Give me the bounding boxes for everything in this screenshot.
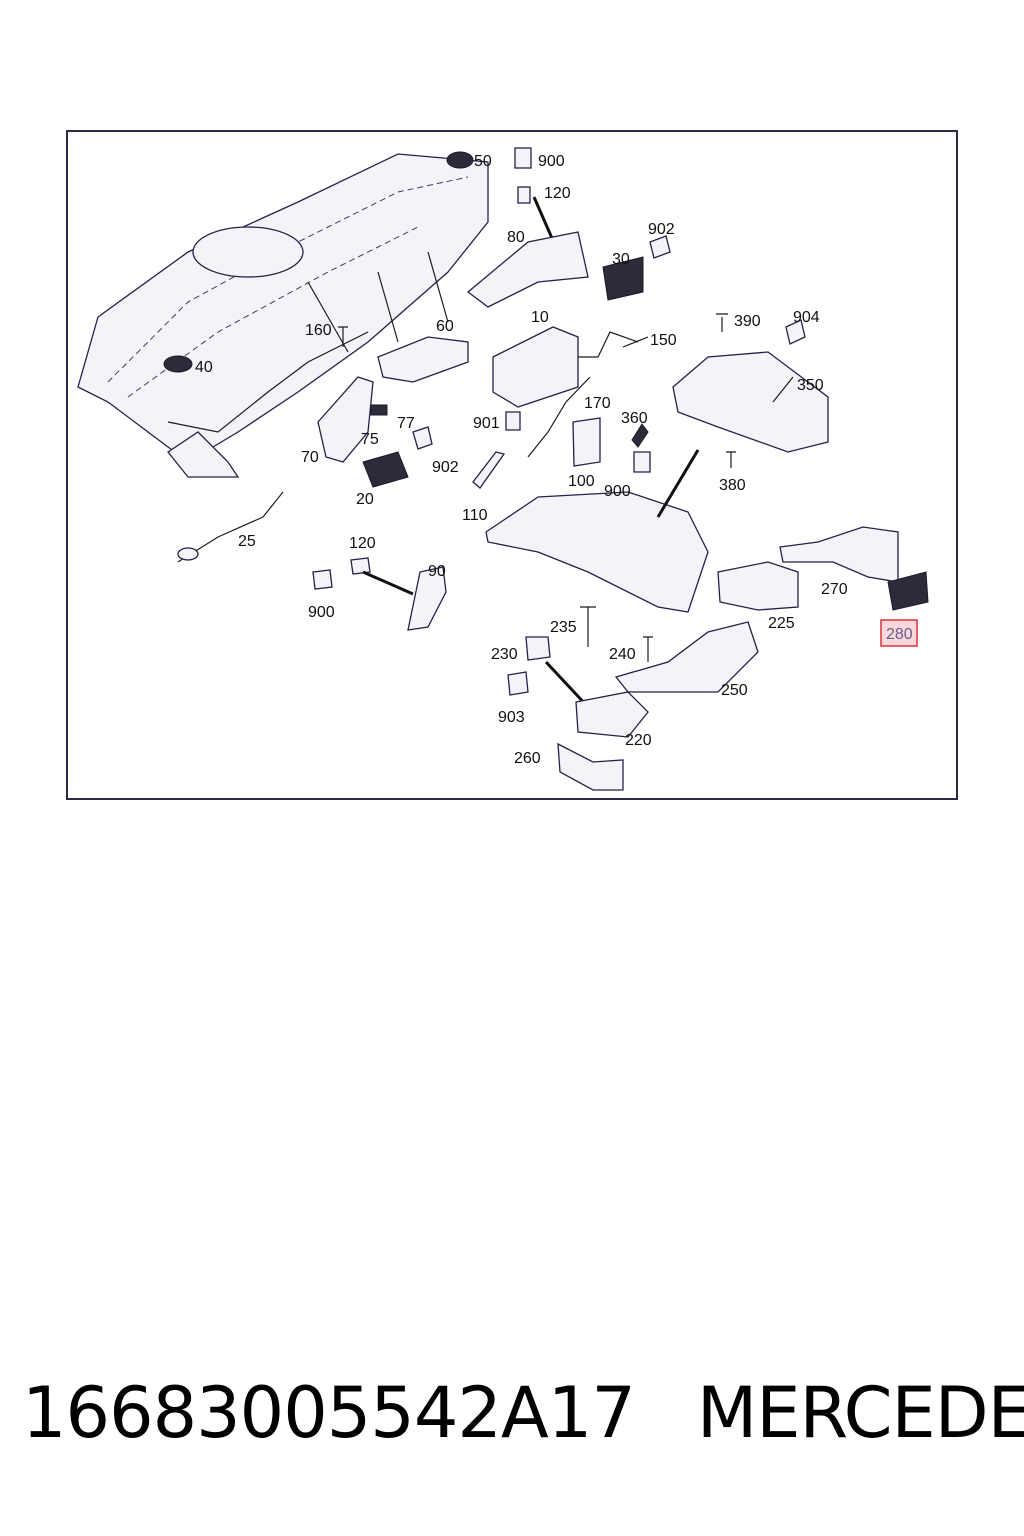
callout-902-top: 902 (648, 221, 675, 238)
duct-70-drawing (317, 376, 374, 463)
vent-90-drawing (407, 566, 447, 631)
callout-20: 20 (356, 491, 374, 508)
callout-230: 230 (491, 646, 518, 663)
callout-900-top: 900 (538, 153, 565, 170)
exploded-parts-diagram: 50 900 120 80 902 30 10 150 390 904 160 … (77, 147, 929, 791)
highlight-box-280 (880, 619, 918, 647)
callout-904: 904 (793, 309, 820, 326)
clip-901-drawing (505, 411, 521, 431)
callout-30: 30 (612, 251, 630, 268)
callout-100: 100 (568, 473, 595, 490)
callout-250: 250 (721, 682, 748, 699)
clip-120-lower-drawing (350, 557, 371, 575)
callout-75: 75 (361, 431, 379, 448)
screw-150-drawing (622, 336, 649, 348)
callout-225: 225 (768, 615, 795, 632)
callout-270: 270 (821, 581, 848, 598)
clip-900-lower-drawing (312, 569, 333, 590)
callout-110: 110 (462, 507, 488, 524)
callout-120-top: 120 (544, 185, 571, 202)
clip-120-top-drawing (517, 186, 531, 204)
glovebox-drawing (485, 491, 709, 613)
callout-901: 901 (473, 415, 500, 432)
pin-380-drawing (726, 451, 736, 468)
callout-902-mid: 902 (432, 459, 459, 476)
part-75-drawing (370, 404, 388, 416)
callout-10: 10 (531, 309, 549, 326)
vent-280-drawing (887, 571, 929, 611)
bracket-220-drawing (575, 691, 649, 738)
callout-60: 60 (436, 318, 454, 335)
callout-150: 150 (650, 332, 677, 349)
callout-120-lower: 120 (349, 535, 376, 552)
screw-240-drawing (643, 636, 653, 662)
part-number: 16683005542A17 (22, 1372, 636, 1454)
clip-900-top-drawing (514, 147, 532, 169)
dashboard-panel-drawing (77, 153, 489, 478)
callout-903: 903 (498, 709, 525, 726)
brand-name: MERCEDES (696, 1372, 1024, 1454)
callout-900-mid: 900 (604, 483, 631, 500)
callout-40: 40 (195, 359, 213, 376)
callout-70: 70 (301, 449, 319, 466)
callout-170: 170 (584, 395, 611, 412)
callout-390: 390 (734, 313, 761, 330)
callout-235: 235 (550, 619, 577, 636)
callout-260: 260 (514, 750, 541, 767)
callout-50: 50 (474, 153, 492, 170)
callout-90: 90 (428, 563, 446, 580)
vent-40-drawing (163, 355, 193, 373)
duct-250-drawing (614, 621, 759, 693)
callout-350: 350 (797, 377, 824, 394)
hose-170-drawing (527, 376, 591, 458)
callout-80: 80 (507, 229, 525, 246)
duct-100-drawing (572, 417, 601, 467)
clip-902-mid-drawing (412, 426, 433, 450)
callout-77: 77 (397, 415, 415, 432)
vent-30-drawing (602, 256, 644, 301)
callout-240: 240 (609, 646, 636, 663)
callout-160: 160 (305, 322, 332, 339)
cable-25-drawing (177, 491, 284, 563)
callout-380: 380 (719, 477, 746, 494)
panel-110-drawing (472, 451, 506, 489)
hvac-unit-350-drawing (672, 351, 829, 453)
vent-50-drawing (446, 151, 474, 169)
parts-diagram-frame: 50 900 120 80 902 30 10 150 390 904 160 … (66, 130, 958, 800)
part-260-drawing (557, 742, 624, 791)
part-230-drawing (525, 636, 551, 661)
clip-903-drawing (507, 671, 529, 696)
vent-10-drawing (492, 326, 579, 408)
screw-235-drawing (580, 606, 596, 647)
screw-390-drawing (716, 313, 728, 332)
part-360-drawing (631, 423, 649, 448)
callout-900-lower: 900 (308, 604, 335, 621)
duct-225-drawing (717, 561, 799, 611)
footer-caption: 16683005542A17 MERCEDES (22, 1372, 1024, 1454)
callout-25: 25 (238, 533, 256, 550)
callout-280[interactable]: 280 (886, 626, 913, 643)
callout-360: 360 (621, 410, 648, 427)
duct-60-drawing (377, 336, 469, 383)
vent-20-drawing (362, 451, 409, 488)
callout-220: 220 (625, 732, 652, 749)
duct-80-drawing (466, 231, 589, 308)
screw-160-drawing (338, 326, 348, 347)
